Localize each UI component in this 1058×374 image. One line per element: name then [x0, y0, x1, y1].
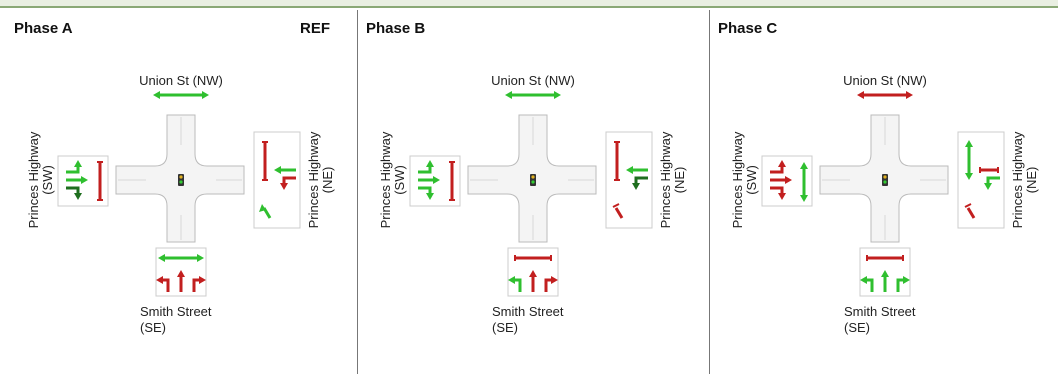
- approach-label-sw: Princes Highway: [730, 131, 745, 228]
- arrow-se-through: [177, 270, 185, 292]
- approach-sw: Princes Highway(SW): [730, 131, 813, 228]
- stop-bar-ne: [262, 141, 268, 181]
- approach-ne: Princes Highway(NE): [253, 131, 335, 229]
- arrow-sw-left: [770, 160, 786, 174]
- approach-label-se: Smith Street: [844, 304, 916, 319]
- approach-label-nw: Union St (NW): [491, 73, 575, 88]
- approach-nw: Union St (NW): [139, 73, 223, 99]
- traffic-signal-icon: [530, 174, 536, 186]
- arrow-sw-left: [418, 160, 434, 174]
- ref-label: REF: [300, 20, 330, 37]
- arrow-ne-right: [632, 176, 648, 190]
- pedestrian-crossing-nw: [153, 91, 209, 99]
- arrow-se-right: [544, 276, 558, 292]
- signal-box-ne: [957, 131, 1005, 229]
- approach-label-sw: Princes Highway: [378, 131, 393, 228]
- stop-bar-sw: [449, 161, 455, 201]
- arrow-sw-left: [66, 160, 82, 174]
- approach-label-ne: Princes Highway: [658, 131, 673, 228]
- approach-ne: Princes Highway(NE): [957, 131, 1039, 229]
- arrow-se-through: [529, 270, 537, 292]
- arrow-sw-right: [418, 186, 434, 200]
- pedestrian-crossing-nw: [857, 91, 913, 99]
- approach-nw: Union St (NW): [843, 73, 927, 99]
- approach-sw: Princes Highway(SW): [26, 131, 109, 228]
- stop-bar-ne: [614, 141, 620, 181]
- signal-box-ne: [605, 131, 653, 229]
- approach-label-nw: Union St (NW): [843, 73, 927, 88]
- approach-label-sw-dir: (SW): [744, 165, 759, 195]
- approach-label-ne-dir: (NE): [672, 167, 687, 194]
- approach-label-se-dir: (SE): [492, 320, 518, 335]
- arrow-sw-through: [770, 176, 792, 184]
- arrow-se-left: [156, 276, 170, 292]
- intersection-diagram: Union St (NW)Princes Highway(SW)Princes …: [378, 73, 687, 335]
- arrow-ne-bottom: [259, 204, 272, 219]
- arrow-ne-right: [280, 176, 296, 190]
- arrow-se-right: [896, 276, 910, 292]
- pedestrian-crossing-se: [158, 254, 204, 262]
- arrow-ne-bottom: [612, 203, 624, 219]
- arrow-se-through: [881, 270, 889, 292]
- approach-ne: Princes Highway(NE): [605, 131, 687, 229]
- approach-sw: Princes Highway(SW): [378, 131, 461, 228]
- arrow-sw-right: [770, 186, 786, 200]
- arrow-se-left: [860, 276, 874, 292]
- stop-bar-se: [866, 255, 904, 261]
- arrow-se-right: [192, 276, 206, 292]
- traffic-signal-icon: [178, 174, 184, 186]
- approach-se: Smith Street(SE): [492, 247, 564, 335]
- approach-label-ne: Princes Highway: [306, 131, 321, 228]
- intersection-diagram: Union St (NW)Princes Highway(SW)Princes …: [730, 73, 1039, 335]
- approach-label-sw-dir: (SW): [40, 165, 55, 195]
- approach-label-nw: Union St (NW): [139, 73, 223, 88]
- approach-nw: Union St (NW): [491, 73, 575, 99]
- arrow-ne-bottom: [964, 203, 976, 219]
- approach-se: Smith Street(SE): [844, 247, 916, 335]
- approach-label-se: Smith Street: [140, 304, 212, 319]
- arrow-sw-through: [66, 176, 88, 184]
- approach-label-se: Smith Street: [492, 304, 564, 319]
- approach-se: Smith Street(SE): [140, 247, 212, 335]
- pedestrian-crossing-ne: [965, 140, 973, 180]
- arrow-ne-through: [626, 166, 648, 174]
- approach-label-ne-dir: (NE): [320, 167, 335, 194]
- approach-label-sw: Princes Highway: [26, 131, 41, 228]
- signal-box-ne: [253, 131, 301, 229]
- approach-label-sw-dir: (SW): [392, 165, 407, 195]
- stop-bar-sw: [97, 161, 103, 201]
- approach-label-ne: Princes Highway: [1010, 131, 1025, 228]
- intersection-diagram: Union St (NW)Princes Highway(SW)Princes …: [26, 73, 335, 335]
- traffic-signal-icon: [882, 174, 888, 186]
- phase-title: Phase A: [14, 20, 73, 37]
- stop-bar-se: [514, 255, 552, 261]
- pedestrian-crossing-nw: [505, 91, 561, 99]
- phase-title: Phase B: [366, 20, 426, 37]
- arrow-ne-through: [274, 166, 296, 174]
- top-border: [0, 0, 1058, 8]
- approach-label-se-dir: (SE): [844, 320, 870, 335]
- arrow-sw-through: [418, 176, 440, 184]
- arrow-ne-right: [984, 176, 1000, 190]
- approach-label-ne-dir: (NE): [1024, 167, 1039, 194]
- arrow-se-left: [508, 276, 522, 292]
- phase-title: Phase C: [718, 20, 778, 37]
- arrow-sw-right: [66, 186, 82, 200]
- approach-label-se-dir: (SE): [140, 320, 166, 335]
- stop-bar-ne-through: [979, 167, 999, 173]
- pedestrian-crossing-sw: [800, 162, 808, 202]
